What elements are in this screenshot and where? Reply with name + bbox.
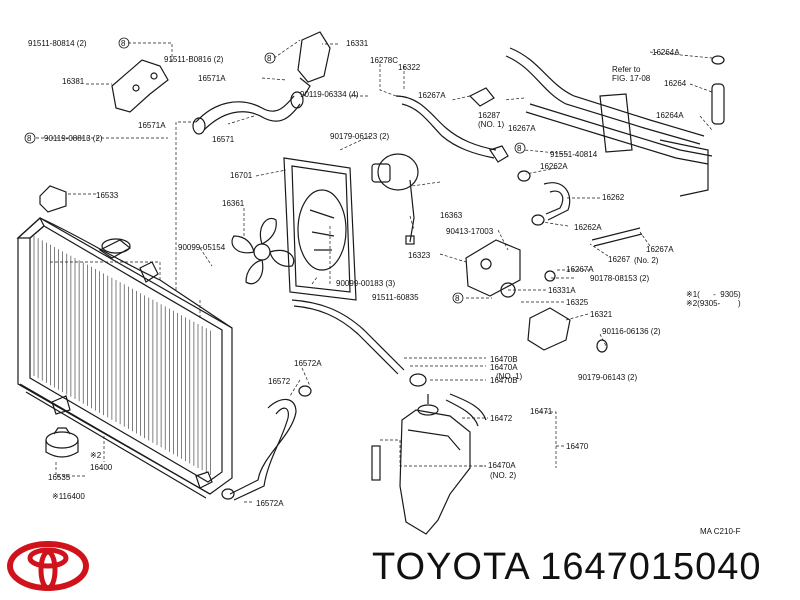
diagram-code: MA C210-F <box>700 527 741 536</box>
part-label-l15: (NO. 1) <box>478 120 505 129</box>
refer-note-line-2: FIG. 17-08 <box>612 74 651 83</box>
part-label-l58: 16572A <box>256 499 284 508</box>
part-label-l10: 16571A <box>138 121 166 130</box>
radiator-support-bracket-drawing <box>111 59 169 113</box>
part-label-l55: ※116400 <box>52 492 85 501</box>
toyota-logo-icon <box>7 541 89 591</box>
part-label-l19: 16264A <box>656 111 684 120</box>
part-label-l21: 16262A <box>540 162 568 171</box>
brand-part-number: TOYOTA 1647015040 <box>372 546 762 588</box>
part-label-l25: 16361 <box>222 199 245 208</box>
part-label-l13: 90179-06123 (2) <box>330 132 389 141</box>
svg-text:8: 8 <box>455 294 460 303</box>
part-label-l54: 16535 <box>48 473 71 482</box>
part-label-l6: 16278C <box>370 56 398 65</box>
part-label-l14: 16287 <box>478 111 501 120</box>
part-label-l34: 16267A <box>566 265 594 274</box>
water-inlet-housing-drawing <box>465 239 608 353</box>
part-label-l23: 16701 <box>230 171 253 180</box>
refer-note-line-1: Refer to <box>612 65 641 74</box>
part-label-l28: 16262A <box>574 223 602 232</box>
part-label-l2: 91511-B0816 (2) <box>164 55 224 64</box>
part-label-l18: 16264 <box>664 79 687 88</box>
part-label-l46: 16572 <box>268 377 291 386</box>
part-label-l20: 91551-40814 <box>550 150 598 159</box>
part-label-l8: 90119-06334 (4) <box>300 90 359 99</box>
part-reference-markers: 8 8 8 8 8 <box>24 37 526 304</box>
bypass-hose-drawing <box>591 227 643 247</box>
part-label-l45: 16572A <box>294 359 322 368</box>
part-label-l43: 16470A <box>490 363 518 372</box>
part-label-l56: 16470A <box>488 461 516 470</box>
cooling-system-exploded-diagram: 8 8 8 8 8 <box>16 31 741 536</box>
svg-text:8: 8 <box>121 39 126 48</box>
part-label-l36: 90099-00183 (3) <box>336 279 395 288</box>
part-label-l42: 16470B <box>490 355 518 364</box>
radiator-drawing <box>16 217 233 499</box>
part-label-l1: 91511-80814 (2) <box>28 39 87 48</box>
heater-water-pipes-drawing <box>505 47 725 197</box>
part-label-l49: 16472 <box>490 414 513 423</box>
part-label-l33: (No. 2) <box>634 256 659 265</box>
leader-lines <box>36 39 713 503</box>
legend-row-2: ※2(9305- ) <box>686 299 741 308</box>
part-label-l5: 16571A <box>198 74 226 83</box>
upper-radiator-hose-drawing <box>192 31 331 135</box>
water-bypass-pipe-drawing <box>395 87 509 163</box>
part-label-l29: 16267A <box>646 245 674 254</box>
part-label-l31: 16323 <box>408 251 431 260</box>
part-label-l16: 16267A <box>508 124 536 133</box>
part-label-l40: 16321 <box>590 310 613 319</box>
part-label-l9: 16267A <box>418 91 446 100</box>
heater-hose-drawing <box>517 170 571 226</box>
part-label-l11: 16571 <box>212 135 235 144</box>
part-label-l7: 16322 <box>398 63 421 72</box>
cooling-fan-drawing <box>231 217 295 285</box>
part-number-labels: 91511-80814 (2) 91511-B0816 (2) 16331 16381… <box>28 39 687 508</box>
part-label-l47: 90179-06143 (2) <box>578 373 637 382</box>
part-label-l41: 90116-06136 (2) <box>602 327 661 336</box>
part-label-l22: 16262 <box>602 193 625 202</box>
part-label-l24: 16533 <box>96 191 119 200</box>
part-label-l30: 90099-05154 <box>178 243 226 252</box>
part-label-l53: 16400 <box>90 463 113 472</box>
part-label-l39: 16325 <box>566 298 589 307</box>
svg-text:8: 8 <box>27 134 32 143</box>
svg-text:8: 8 <box>517 144 522 153</box>
fan-shroud-drawing <box>283 157 357 301</box>
legend-row-1: ※1( - 9305) <box>686 290 741 299</box>
part-label-l27: 90413-17003 <box>446 227 494 236</box>
part-label-l57: (NO. 2) <box>490 471 517 480</box>
reservoir-hose-drawing <box>291 299 427 387</box>
radiator-core-fins <box>33 236 211 475</box>
coolant-reservoir-drawing <box>371 393 487 535</box>
part-label-l37: 16331A <box>548 286 576 295</box>
lower-radiator-hose-drawing <box>221 385 312 501</box>
part-label-l12: 90119-08813 (2) <box>44 134 103 143</box>
part-label-l32: 16267 <box>608 255 631 264</box>
fan-motor-drawing <box>371 153 419 245</box>
part-label-l50: 16471 <box>530 407 553 416</box>
part-label-l35: 90178-08153 (2) <box>590 274 649 283</box>
lower-support-bracket-drawing <box>39 185 67 213</box>
radiator-cap-drawing <box>45 427 79 458</box>
part-label-l44: (NO. 1) <box>496 372 523 381</box>
svg-text:8: 8 <box>267 54 272 63</box>
part-label-l26: 16363 <box>440 211 463 220</box>
part-label-l17: 16264A <box>652 48 680 57</box>
part-label-l52: ※2 <box>90 451 102 460</box>
part-label-l4: 16381 <box>62 77 85 86</box>
part-label-l38: 91511-60835 <box>372 293 419 302</box>
part-label-l48: 16470B <box>490 376 518 385</box>
part-label-l3: 16331 <box>346 39 369 48</box>
part-label-l51: 16470 <box>566 442 589 451</box>
